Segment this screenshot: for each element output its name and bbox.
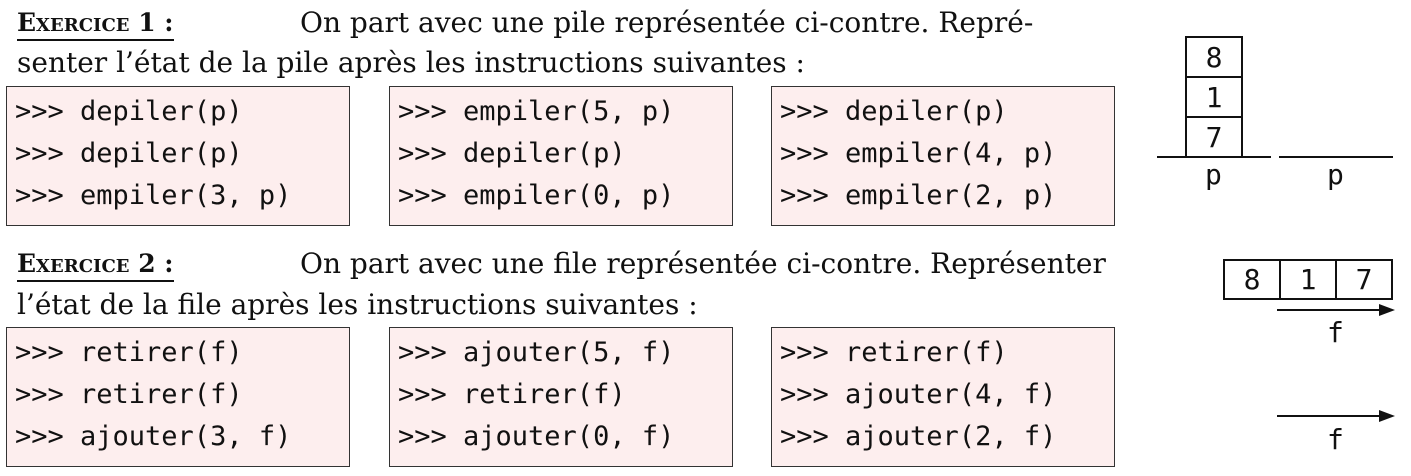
exercise-2-title: Exercice 2 : xyxy=(17,249,174,282)
code-line: >>> depiler(p) xyxy=(398,138,626,169)
code-line: >>> depiler(p) xyxy=(780,96,1008,127)
exercise-1-text-line1: On part avec une pile représentée ci-con… xyxy=(300,6,1034,39)
exercise-1-code-box-1: >>> depiler(p) >>> depiler(p) >>> empile… xyxy=(6,86,350,226)
code-line: >>> ajouter(5, f) xyxy=(398,337,675,368)
exercise-1-title: Exercice 1 : xyxy=(17,8,174,41)
code-line: >>> retirer(f) xyxy=(398,379,626,410)
exercise-2-code-box-3: >>> retirer(f) >>> ajouter(4, f) >>> ajo… xyxy=(771,327,1115,467)
code-line: >>> ajouter(3, f) xyxy=(15,421,292,452)
code-line: >>> ajouter(0, f) xyxy=(398,421,675,452)
code-line: >>> ajouter(4, f) xyxy=(780,379,1057,410)
empty-stack-base-line xyxy=(1279,156,1393,158)
code-line: >>> retirer(f) xyxy=(15,379,243,410)
queue-cell: 8 xyxy=(1223,259,1281,300)
code-line: >>> ajouter(2, f) xyxy=(780,421,1057,452)
stack-cell: 7 xyxy=(1185,116,1243,158)
exercise-2-text-line1: On part avec une file représentée ci-con… xyxy=(300,247,1106,280)
exercise-2-text-line2: l’état de la file après les instructions… xyxy=(17,288,698,321)
code-line: >>> empiler(2, p) xyxy=(780,180,1057,211)
stack-base-line xyxy=(1157,156,1271,158)
empty-queue-label: f xyxy=(1327,423,1344,456)
code-line: >>> retirer(f) xyxy=(780,337,1008,368)
exercise-2-code-box-1: >>> retirer(f) >>> retirer(f) >>> ajoute… xyxy=(6,327,350,467)
code-line: >>> empiler(3, p) xyxy=(15,180,292,211)
queue-cell: 1 xyxy=(1279,259,1337,300)
exercise-1-code-box-2: >>> empiler(5, p) >>> depiler(p) >>> emp… xyxy=(389,86,733,226)
code-line: >>> empiler(5, p) xyxy=(398,96,675,127)
code-line: >>> empiler(4, p) xyxy=(780,138,1057,169)
exercise-1-code-box-3: >>> depiler(p) >>> empiler(4, p) >>> emp… xyxy=(771,86,1115,226)
stack-label: p xyxy=(1205,158,1222,191)
queue-arrow-icon xyxy=(1277,304,1395,316)
code-line: >>> retirer(f) xyxy=(15,337,243,368)
stack-cell: 8 xyxy=(1185,36,1243,78)
empty-stack-label: p xyxy=(1327,158,1344,191)
queue-label: f xyxy=(1327,316,1344,349)
exercise-1-text-line2: senter l’état de la pile après les instr… xyxy=(17,46,805,79)
code-line: >>> depiler(p) xyxy=(15,138,243,169)
stack-cell: 1 xyxy=(1185,76,1243,118)
code-line: >>> empiler(0, p) xyxy=(398,180,675,211)
exercise-2-code-box-2: >>> ajouter(5, f) >>> retirer(f) >>> ajo… xyxy=(389,327,733,467)
queue-cell: 7 xyxy=(1335,259,1393,300)
code-line: >>> depiler(p) xyxy=(15,96,243,127)
empty-queue-arrow-icon xyxy=(1277,410,1395,422)
